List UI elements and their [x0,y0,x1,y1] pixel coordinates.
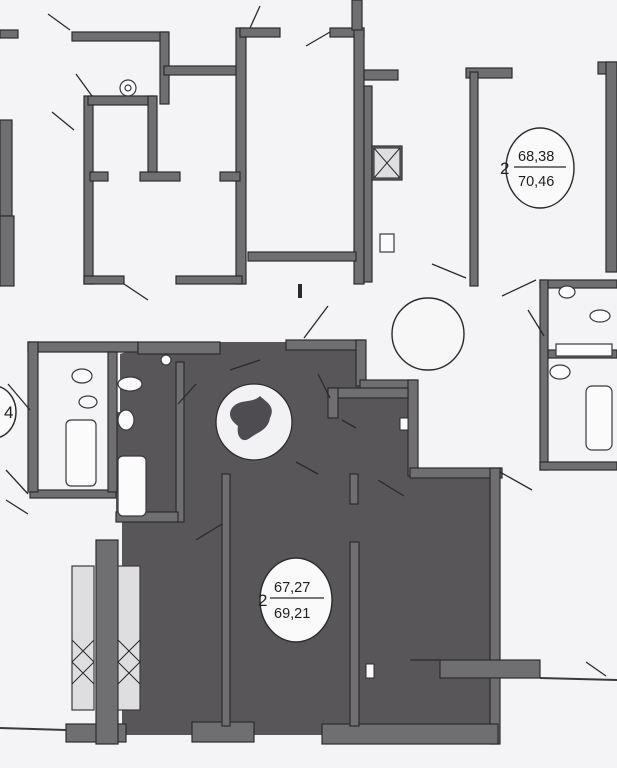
marker-ticks [298,284,409,679]
counter-hatch [71,147,401,685]
doors [5,5,607,677]
apartment-label-highlighted: 2 67,27 69,21 [258,557,333,643]
partitions [0,659,617,731]
round-hall [215,383,293,461]
room-count: 2 [500,159,509,178]
highlighted-apartment[interactable] [116,342,495,742]
fixtures [65,79,613,711]
walls-upper-left [0,0,399,287]
apartment-label-upper-right: 2 68,38 70,46 [500,127,575,209]
living-area: 67,27 [274,580,310,596]
total-area: 69,21 [274,606,310,622]
total-area: 70,46 [518,174,554,190]
living-area: 68,38 [518,149,554,165]
apartment-label-left: 4 [0,386,17,438]
room-count: 4 [4,403,13,422]
room-count: 2 [258,591,267,610]
walls-highlighted [27,339,541,745]
corridor-circle [391,297,465,371]
